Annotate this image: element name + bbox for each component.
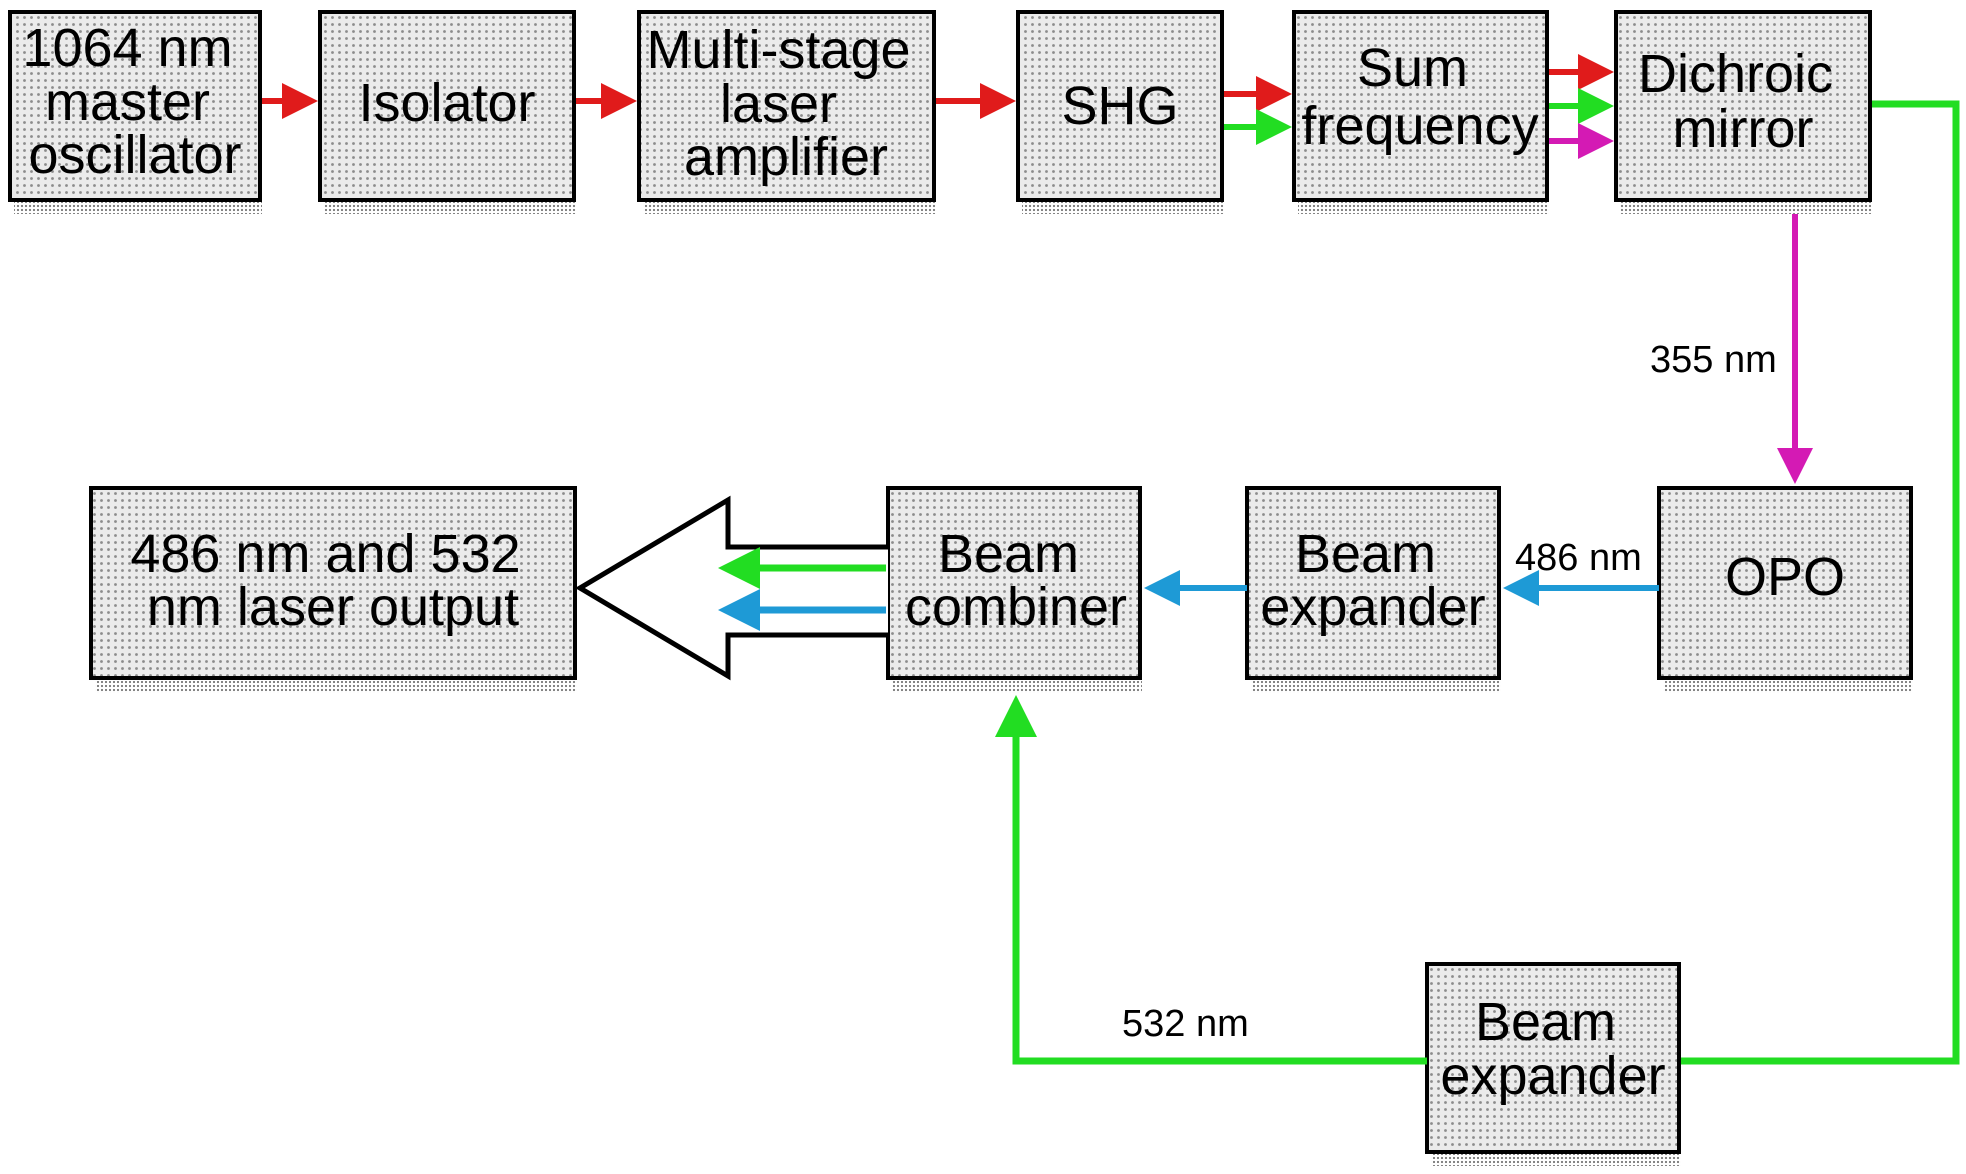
label-486nm: 486 nm — [1515, 537, 1642, 579]
opo-box: OPO — [1657, 486, 1913, 693]
label-355nm: 355 nm — [1650, 339, 1777, 381]
beam-combiner-label: Beam combiner — [905, 524, 1127, 637]
beam-expander-upper-label: Beam expander — [1260, 524, 1485, 637]
master-oscillator-label: 1064 nm master oscillator — [22, 18, 247, 185]
beam-expander-lower-box: Beam expander — [1425, 962, 1681, 1166]
isolator-box: Isolator — [318, 10, 576, 214]
opo-label: OPO — [1725, 547, 1845, 607]
green-path-expander-to-combiner — [995, 695, 1427, 1065]
output-arrow — [575, 495, 888, 681]
beam-combiner-box: Beam combiner — [886, 486, 1142, 693]
sum-frequency-box: Sum frequency — [1292, 10, 1549, 214]
isolator-label: Isolator — [358, 73, 535, 133]
label-532nm: 532 nm — [1122, 1003, 1249, 1045]
shg-box: SHG — [1016, 10, 1224, 214]
green-path-dichroic-to-expander — [1681, 100, 1960, 1065]
master-oscillator-box: 1064 nm master oscillator — [8, 10, 262, 214]
shg-label: SHG — [1061, 76, 1178, 136]
dichroic-mirror-box: Dichroic mirror — [1614, 10, 1872, 214]
laser-output-box: 486 nm and 532 nm laser output — [89, 486, 577, 693]
amplifier-box: Multi-stage laser amplifier — [637, 10, 936, 214]
sum-frequency-label: Sum frequency — [1301, 38, 1538, 156]
beam-expander-lower-label: Beam expander — [1440, 992, 1665, 1106]
beam-expander-upper-box: Beam expander — [1245, 486, 1501, 693]
laser-output-label: 486 nm and 532 nm laser output — [130, 524, 535, 637]
dichroic-mirror-label: Dichroic mirror — [1638, 44, 1848, 159]
amplifier-label: Multi-stage laser amplifier — [646, 20, 925, 187]
